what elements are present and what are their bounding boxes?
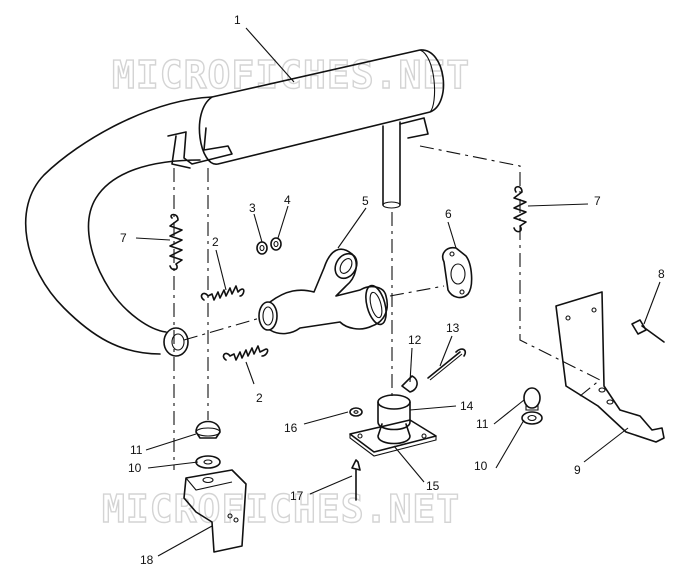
callout-16: 16 xyxy=(284,421,298,435)
right-bracket-part xyxy=(555,291,665,443)
callout-labels: 1 2 2 3 4 5 6 7 7 8 9 10 10 11 11 12 13 … xyxy=(120,13,665,567)
mount-plate-part xyxy=(349,419,437,457)
center-lines xyxy=(173,145,602,470)
spring-lower xyxy=(222,345,269,361)
clip-part xyxy=(401,375,418,393)
watermark-bottom: MICROFICHES.NET xyxy=(102,487,460,531)
rubber-mount-part xyxy=(377,394,411,445)
callout-10-left: 10 xyxy=(128,461,142,475)
washer-left xyxy=(195,455,221,469)
callout-5: 5 xyxy=(362,194,369,208)
callout-2-upper: 2 xyxy=(212,235,219,249)
spring-upper xyxy=(200,285,245,301)
callout-6: 6 xyxy=(445,207,452,221)
leader-lines xyxy=(135,27,661,557)
callout-11-right: 11 xyxy=(476,417,489,431)
y-pipe-part xyxy=(258,248,388,335)
washer-right xyxy=(521,411,543,425)
spring-left-vertical xyxy=(169,213,183,271)
muffler-part xyxy=(24,49,445,357)
spring-pin-part xyxy=(427,348,467,381)
callout-10-right: 10 xyxy=(474,459,488,473)
callout-13: 13 xyxy=(446,321,460,335)
callout-11-left: 11 xyxy=(130,443,143,457)
callout-7-right: 7 xyxy=(594,194,601,208)
callout-15: 15 xyxy=(426,479,440,493)
callout-9: 9 xyxy=(574,463,581,477)
callout-7-left: 7 xyxy=(120,231,127,245)
nut-part xyxy=(270,237,282,251)
screw-part xyxy=(631,319,665,343)
callout-17: 17 xyxy=(290,489,304,503)
washer-part xyxy=(256,241,268,255)
callout-3: 3 xyxy=(249,201,256,215)
left-bracket-part xyxy=(183,469,247,553)
callout-8: 8 xyxy=(658,267,665,281)
pin-part xyxy=(351,459,361,501)
callout-1: 1 xyxy=(234,13,241,27)
callout-14: 14 xyxy=(460,399,474,413)
watermark-top: MICROFICHES.NET xyxy=(112,53,470,97)
grommet-left xyxy=(195,420,221,439)
gasket-part xyxy=(441,246,473,299)
callout-18: 18 xyxy=(140,553,154,567)
callout-4: 4 xyxy=(284,193,291,207)
callout-2-lower: 2 xyxy=(256,391,263,405)
callout-12: 12 xyxy=(408,333,422,347)
small-washer-part xyxy=(349,407,363,417)
grommet-right xyxy=(523,387,541,411)
